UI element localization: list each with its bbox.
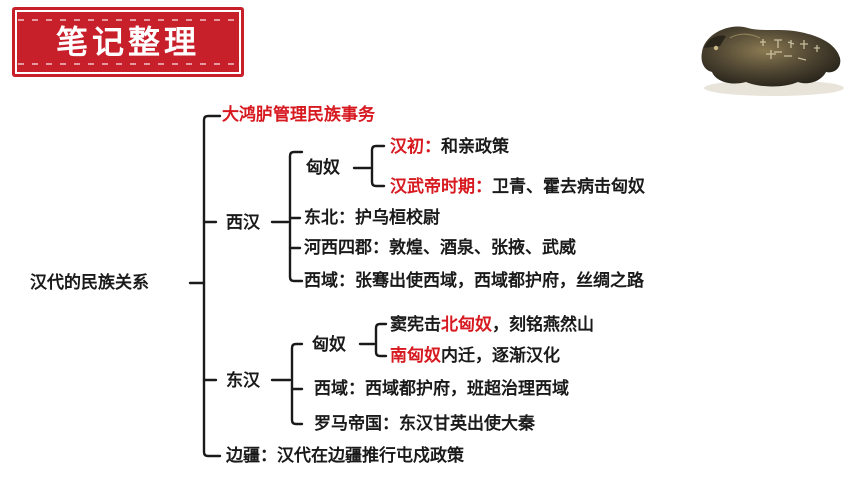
western-xiongnu-wudi: 汉武帝时期：卫青、霍去病击匈奴 (390, 176, 645, 198)
header-stamp: 笔记整理 (12, 7, 244, 77)
north-highlight: 北匈奴 (441, 315, 492, 335)
root-label: 汉代的民族关系 (30, 273, 149, 293)
western-han-label: 西汉 (226, 213, 260, 233)
eastern-xiongnu-label: 匈奴 (312, 335, 346, 355)
top-item-honglu: 大鸿胪管理民族事务 (222, 105, 375, 125)
western-xiongnu-label: 匈奴 (306, 158, 340, 178)
early-prefix: 汉初： (390, 137, 441, 157)
bottom-item-frontier: 边疆：汉代在边疆推行屯戍政策 (226, 446, 464, 466)
western-item-hexi: 河西四郡：敦煌、酒泉、张掖、武威 (304, 238, 576, 258)
western-xiongnu-early: 汉初：和亲政策 (390, 136, 509, 158)
south-highlight: 南匈奴 (390, 346, 441, 366)
bronze-tiger-tally-icon (701, 26, 844, 96)
eastern-item-xiyu: 西域：西域都护府，班超治理西域 (314, 379, 569, 399)
wudi-prefix: 汉武帝时期： (390, 177, 492, 197)
north-post: ，刻铭燕然山 (492, 315, 594, 335)
western-item-xiyu: 西域：张骞出使西域，西域都护府，丝绸之路 (304, 271, 644, 291)
page-title: 笔记整理 (55, 23, 200, 61)
eastern-item-rome: 罗马帝国：东汉甘英出使大秦 (314, 414, 535, 434)
eastern-xiongnu-south: 南匈奴内迁，逐渐汉化 (390, 345, 560, 367)
early-text: 和亲政策 (441, 137, 509, 157)
western-item-northeast: 东北：护乌桓校尉 (304, 208, 440, 228)
eastern-han-label: 东汉 (226, 371, 260, 391)
north-pre: 窦宪击 (390, 315, 441, 335)
wudi-text: 卫青、霍去病击匈奴 (492, 177, 645, 197)
eastern-xiongnu-north: 窦宪击北匈奴，刻铭燕然山 (390, 314, 594, 336)
south-post: 内迁，逐渐汉化 (441, 346, 560, 366)
